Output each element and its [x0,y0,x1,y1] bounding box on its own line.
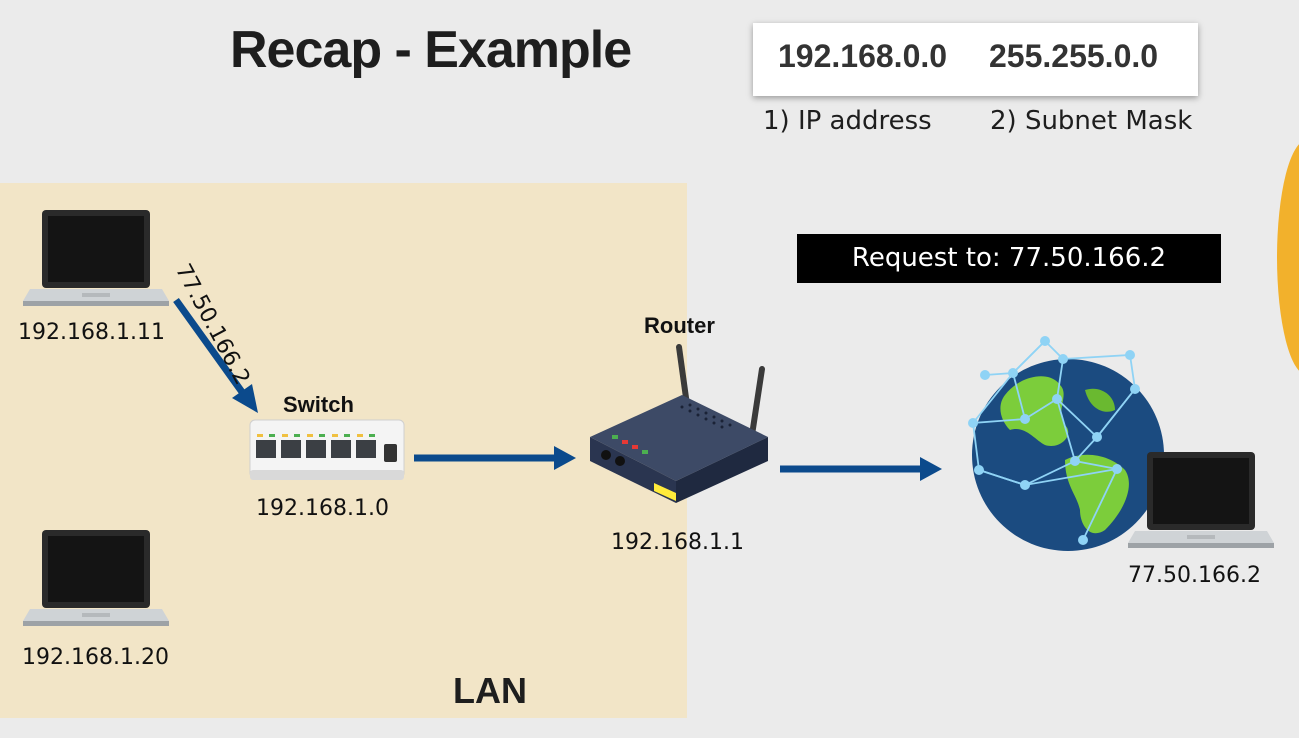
router-ip-label: 192.168.1.1 [611,530,744,555]
router-label: Router [644,313,715,338]
laptop-icon [23,210,169,306]
ip-address-caption: 1) IP address [763,106,932,136]
switch-ip-label: 192.168.1.0 [256,496,389,521]
ip-address-value: 192.168.0.0 [778,38,948,74]
laptop-icon [23,530,169,626]
laptop-icon [1128,452,1274,548]
remote-ip-label: 77.50.166.2 [1128,563,1261,588]
network-info-box [753,23,1198,96]
laptop-ip-label: 192.168.1.11 [18,320,165,345]
subnet-mask-value: 255.255.0.0 [989,38,1159,74]
router-icon [590,344,768,503]
orange-accent-shape [1277,140,1299,375]
lan-label: LAN [453,670,527,711]
bottom-strip [0,718,1299,738]
page-title: Recap - Example [230,21,632,79]
request-banner: Request to: 77.50.166.2 [797,234,1221,283]
switch-label: Switch [283,392,354,417]
laptop-ip-label: 192.168.1.20 [22,645,169,670]
subnet-mask-caption: 2) Subnet Mask [990,106,1193,136]
globe-icon [968,336,1164,551]
switch-icon [249,419,405,480]
